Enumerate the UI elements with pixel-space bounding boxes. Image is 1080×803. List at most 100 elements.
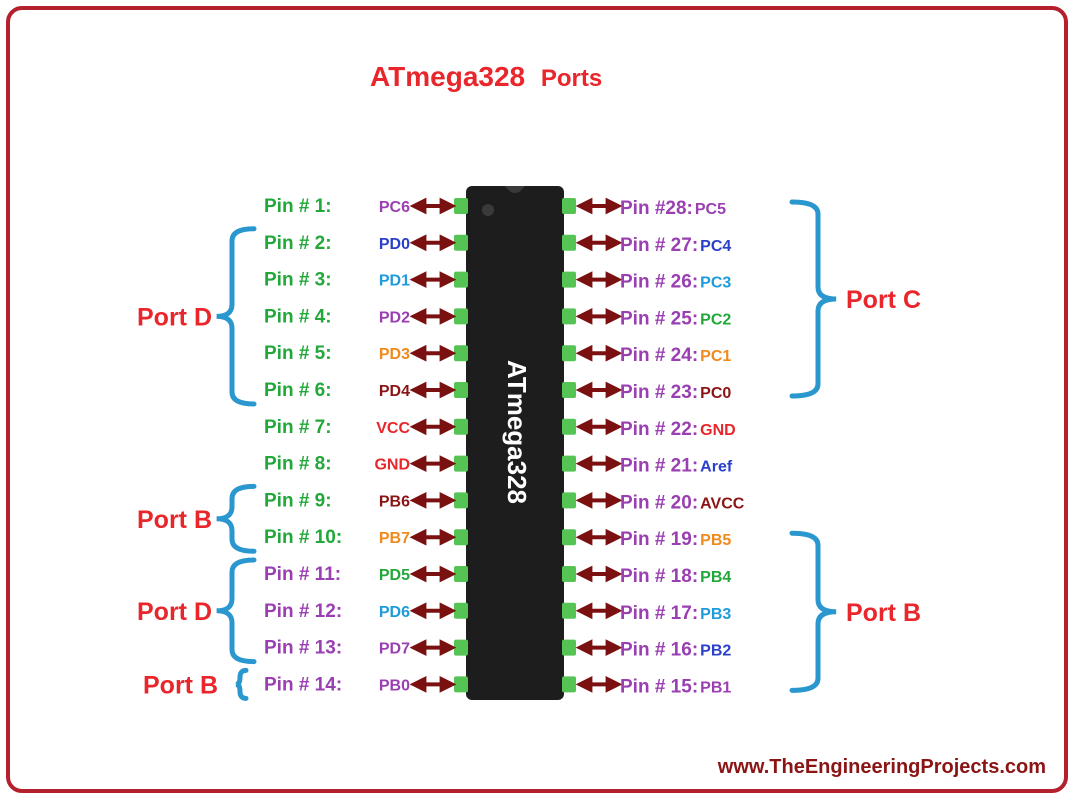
pin-row-21: Pin # 21:Aref [562, 455, 733, 477]
port-label-right-0: Port C [846, 286, 921, 314]
pin-pad-8 [454, 455, 468, 472]
pin-pad-19 [562, 529, 576, 546]
chip-body [466, 186, 564, 700]
port-brace-right-1 [789, 530, 837, 693]
pin-text-15: Pin # 15:PB1 [620, 676, 731, 697]
pin-label-27: Pin # 27: [620, 235, 698, 256]
pin-label-2: Pin # 2: [264, 233, 332, 254]
pin-label-18: Pin # 18: [620, 566, 698, 587]
pin-row-16: Pin # 16:PB2 [562, 639, 731, 661]
pin-signal-13: PD7 [379, 641, 410, 658]
pin-row-18: Pin # 18:PB4 [562, 565, 731, 587]
pin-pad-2 [454, 234, 468, 251]
pin-text-18: Pin # 18:PB4 [620, 566, 731, 587]
pin-text-28: Pin #28:PC5 [620, 198, 726, 219]
pin-pad-16 [562, 639, 576, 656]
pin-pad-11 [454, 566, 468, 582]
pin-label-5: Pin # 5: [264, 343, 332, 364]
pin-label-7: Pin # 7: [264, 417, 332, 438]
pin-row-6: PD4 Pin # 6: [264, 380, 468, 401]
pin-pad-3 [454, 271, 468, 288]
pin-signal-18: PB4 [700, 569, 731, 586]
pin-signal-25: PC2 [700, 311, 731, 328]
pin-row-15: Pin # 15:PB1 [562, 676, 731, 697]
port-label-left-0: Port D [137, 303, 212, 331]
port-label-left-1: Port B [137, 506, 212, 534]
title-suffix: Ports [541, 65, 602, 92]
pin-label-16: Pin # 16: [620, 640, 698, 661]
pin-row-26: Pin # 26:PC3 [562, 271, 731, 293]
pin-row-7: VCC Pin # 7: [264, 417, 468, 438]
website-credit: www.TheEngineeringProjects.com [717, 756, 1046, 778]
pin-pad-10 [454, 529, 468, 546]
pin-pad-27 [562, 234, 576, 251]
pin-pad-6 [454, 382, 468, 398]
port-brace-left-3 [235, 667, 249, 701]
pin-signal-9: PB6 [379, 493, 410, 510]
chip-label: ATmega328 [502, 360, 532, 504]
pin-label-26: Pin # 26: [620, 272, 698, 293]
pin-pad-22 [562, 418, 576, 435]
port-brace-left-1 [216, 483, 257, 554]
pin-signal-23: PC0 [700, 385, 731, 402]
port-label-right-1: Port B [846, 599, 921, 627]
pin-row-22: Pin # 22:GND [562, 418, 736, 440]
diagram-title: ATmega328 Ports [370, 61, 602, 92]
title-chip-name: ATmega328 [370, 61, 525, 92]
pin-row-17: Pin # 17:PB3 [562, 602, 731, 624]
pin-pad-15 [562, 676, 576, 693]
pin-label-25: Pin # 25: [620, 308, 698, 329]
pin-signal-16: PB2 [700, 643, 731, 660]
pin-text-19: Pin # 19:PB5 [620, 529, 731, 550]
pin-signal-3: PD1 [379, 273, 410, 290]
pin-signal-14: PB0 [379, 677, 410, 694]
pin-label-17: Pin # 17: [620, 603, 698, 624]
pin-pad-20 [562, 492, 576, 509]
pin-label-28: Pin #28: [620, 198, 693, 219]
pin-label-20: Pin # 20: [620, 492, 698, 513]
pin-signal-6: PD4 [379, 383, 410, 400]
pin-row-24: Pin # 24:PC1 [562, 344, 731, 366]
pin-label-21: Pin # 21: [620, 456, 698, 477]
pin-signal-4: PD2 [379, 309, 410, 326]
pin-signal-1: PC6 [379, 199, 410, 216]
pin-row-27: Pin # 27:PC4 [562, 234, 731, 256]
pin-pad-13 [454, 639, 468, 656]
pin-pad-18 [562, 566, 576, 582]
pin-signal-22: GND [700, 422, 736, 439]
pin-text-26: Pin # 26:PC3 [620, 272, 731, 293]
port-label-left-3: Port B [143, 671, 218, 699]
pin-signal-15: PB1 [700, 679, 731, 696]
chip-notch [505, 186, 525, 193]
pin-label-23: Pin # 23: [620, 382, 698, 403]
pin-pad-23 [562, 382, 576, 398]
pin-signal-24: PC1 [700, 348, 731, 365]
pin-pad-14 [454, 676, 468, 693]
pin-label-1: Pin # 1: [264, 196, 332, 217]
pin-signal-7: VCC [376, 420, 410, 437]
pin-label-10: Pin # 10: [264, 527, 342, 548]
pin-signal-19: PB5 [700, 532, 731, 549]
pin-row-23: Pin # 23:PC0 [562, 381, 731, 403]
pin-label-8: Pin # 8: [264, 454, 332, 475]
pin-signal-12: PD6 [379, 604, 410, 621]
pin-pad-4 [454, 308, 468, 325]
pin-text-17: Pin # 17:PB3 [620, 603, 731, 624]
pin-pad-26 [562, 271, 576, 288]
pin-signal-21: Aref [700, 459, 733, 476]
chip-pin1-dot [482, 204, 494, 216]
pin-label-6: Pin # 6: [264, 380, 332, 401]
pin-text-16: Pin # 16:PB2 [620, 640, 731, 661]
pin-pad-9 [454, 492, 468, 509]
